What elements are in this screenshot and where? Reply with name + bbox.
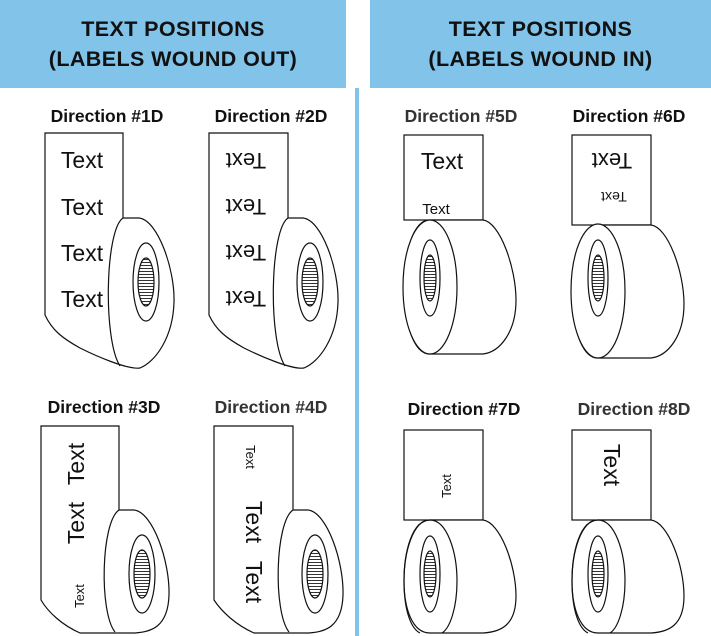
label-text: Text — [61, 147, 104, 173]
label-text: Text — [592, 148, 632, 173]
label-text: Text — [439, 474, 454, 498]
roll-direction-5d — [402, 134, 517, 355]
label-text: Text — [422, 201, 450, 218]
label-text: Text — [241, 501, 267, 544]
header-title: TEXT POSITIONS — [81, 17, 265, 41]
roll-direction-6d — [570, 134, 685, 359]
label-text: Text — [599, 444, 625, 487]
direction-7d-caption: Direction #7D — [407, 399, 521, 419]
label-text: Text — [63, 501, 89, 544]
direction-4d-caption: Direction #4D — [214, 397, 328, 417]
label-text: Text — [243, 445, 258, 469]
header-subtitle: (LABELS WOUND IN) — [428, 47, 653, 71]
direction-2d-caption: Direction #2D — [214, 106, 328, 126]
roll-direction-7d — [403, 429, 517, 634]
label-text: Text — [72, 584, 87, 608]
label-text: Text — [241, 561, 267, 604]
section-divider — [355, 88, 359, 636]
roll-direction-8d — [571, 429, 685, 634]
label-text: Text — [61, 286, 104, 312]
direction-3d-caption: Direction #3D — [47, 397, 161, 417]
label-text: Text — [226, 240, 266, 265]
roll-direction-1d — [44, 132, 175, 369]
label-text: Text — [63, 442, 89, 485]
header-subtitle: (LABELS WOUND OUT) — [48, 47, 298, 71]
direction-8d-caption: Direction #8D — [577, 399, 691, 419]
direction-6d-caption: Direction #6D — [572, 106, 686, 126]
direction-1d-caption: Direction #1D — [50, 106, 164, 126]
header-labels-wound-in: TEXT POSITIONS (LABELS WOUND IN) — [370, 0, 711, 88]
header-title: TEXT POSITIONS — [448, 17, 633, 41]
label-text: Text — [61, 240, 104, 266]
roll-direction-4d — [213, 425, 344, 634]
label-text: Text — [601, 189, 627, 205]
header-labels-wound-out: TEXT POSITIONS (LABELS WOUND OUT) — [0, 0, 346, 88]
roll-direction-3d — [40, 425, 170, 634]
roll-direction-2d — [208, 132, 339, 369]
label-text: Text — [226, 148, 266, 173]
direction-5d-caption: Direction #5D — [404, 106, 518, 126]
label-text: Text — [226, 194, 266, 219]
label-text: Text — [421, 148, 464, 174]
label-text: Text — [61, 194, 104, 220]
label-text: Text — [226, 286, 266, 311]
